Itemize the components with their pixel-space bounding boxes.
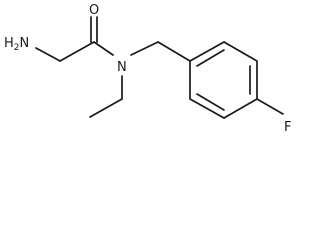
atom-labels: H2N O N F [4,3,291,135]
bond-ch2-carbonyl [59,41,95,62]
ring-double-bond-1 [196,49,225,67]
bond-nitrogen-benzyl [130,41,159,56]
bonds [35,16,284,119]
atom-fluorine: F [284,120,291,135]
amine-nitrogen: N [20,36,30,51]
atom-oxygen: O [89,3,99,18]
bond-ethyl-methyl [89,98,123,118]
ring-double-bond-3 [196,93,225,111]
atom-amine: H2N [4,36,29,53]
bond-benzyl-ring [157,41,191,62]
amine-hydrogen: H [4,36,14,51]
bond-amine-ch2 [35,47,61,62]
bond-ring-fluorine [256,98,284,115]
benzene-ring [189,41,258,119]
bond-carbonyl-nitrogen [93,41,114,56]
atom-nitrogen: N [117,60,127,75]
amine-hydrogen-count: 2 [14,43,20,53]
chemical-structure: H2N O N F [4,3,291,135]
